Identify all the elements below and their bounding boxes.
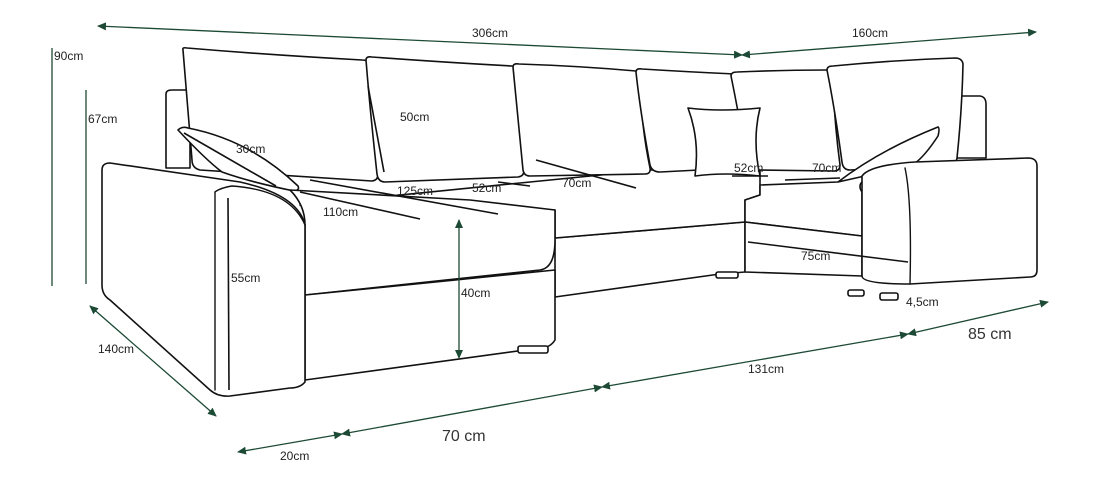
seat-depth-measure-line-6 [784,177,841,181]
left-arm [101,162,306,397]
dim-line-depth-left [89,305,217,417]
dim-line-bottom-131 [601,331,909,390]
label-seat-depth-right-a: 52cm [734,161,763,175]
throw-pillow-left [177,126,300,192]
leg-1 [517,345,549,354]
seat-depth-measure-line-4 [535,159,637,189]
label-chaise-width: 110cm [323,205,358,219]
dimension-labels: 306cm 160cm 90cm 67cm 50cm 30cm 125cm 52… [54,26,1012,463]
label-right-width: 160cm [852,26,888,40]
pillow-measure-line [183,132,277,187]
right-arm-inner [904,167,912,285]
label-bottom-131: 131cm [748,362,784,376]
label-back-cushion: 50cm [400,110,429,124]
back-cushion-2 [365,56,525,183]
seat-depth-measure-line-3 [497,181,531,187]
label-arm-height: 55cm [231,271,260,285]
chaise-depth-measure-line [747,241,909,263]
label-bottom-70: 70 cm [442,428,486,445]
label-right-85: 85 cm [968,326,1012,343]
label-seat-depth-mid-a: 52cm [472,181,501,195]
seat-depth-measure-line-1 [309,179,499,215]
left-chaise-seat [289,189,556,296]
label-leg-height: 4,5cm [906,295,939,309]
dim-line-bottom-70 [341,384,603,437]
back-frame-right [954,95,987,159]
label-total-width: 306cm [472,26,508,40]
leg-4 [879,292,899,301]
dimension-lines [51,22,1049,455]
label-seat-depth-left: 125cm [397,184,433,198]
label-depth-left: 140cm [98,342,134,356]
label-height-total: 90cm [54,49,83,63]
sofa-drawing [101,46,1038,397]
arm-height-measure-line [227,197,230,391]
dim-line-right-85 [907,299,1049,337]
label-seat-depth-right-b: 70cm [812,161,841,175]
back-cushion-measure-line [367,85,385,173]
label-seat-height: 40cm [461,286,490,300]
leg-3 [847,289,865,297]
label-seat-depth-mid-b: 70cm [562,176,591,190]
label-height-back: 67cm [88,112,117,126]
left-arm-top [214,185,306,226]
leg-2 [715,271,739,279]
label-bottom-small: 20cm [280,449,309,463]
seat-depth-measure-line-2 [299,191,421,220]
right-arm [861,157,1038,285]
dim-line-bottom-small [237,431,343,455]
label-chaise-depth: 75cm [801,249,830,263]
label-pillow: 30cm [236,142,265,156]
back-cushion-3 [512,63,651,177]
dim-line-right-width [741,28,1037,59]
dim-line-total-width [97,22,743,59]
